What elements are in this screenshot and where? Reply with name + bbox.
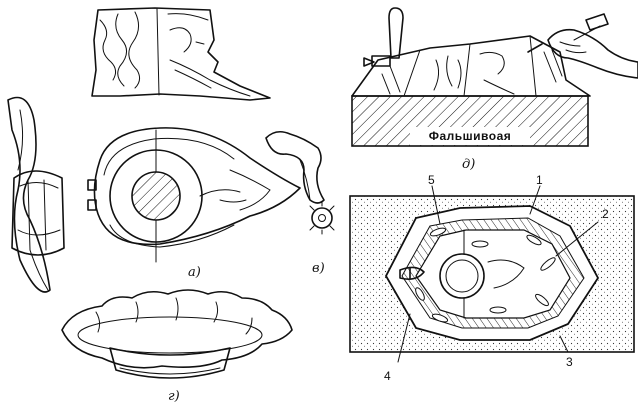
label-a: а) xyxy=(188,265,201,280)
mold-diagram xyxy=(349,185,635,363)
callout-4: 4 xyxy=(384,369,391,383)
flower-stem-v xyxy=(265,130,335,235)
ruffled-bowl-g xyxy=(61,289,293,379)
medallion-a xyxy=(87,127,301,263)
plaque-box xyxy=(410,127,530,145)
label-d: д) xyxy=(462,157,475,172)
head-relief xyxy=(91,7,271,101)
callout-3: 3 xyxy=(566,355,573,369)
callout-1: 1 xyxy=(536,173,543,187)
callout-5: 5 xyxy=(428,173,435,187)
label-g: г) xyxy=(168,389,180,404)
label-v: в) xyxy=(312,261,325,276)
plaque-label: Фальшивоая xyxy=(429,129,512,143)
callout-2: 2 xyxy=(602,207,609,221)
ribbon-scroll xyxy=(7,96,65,293)
carving-panel-d: Фальшивоая xyxy=(351,7,638,147)
